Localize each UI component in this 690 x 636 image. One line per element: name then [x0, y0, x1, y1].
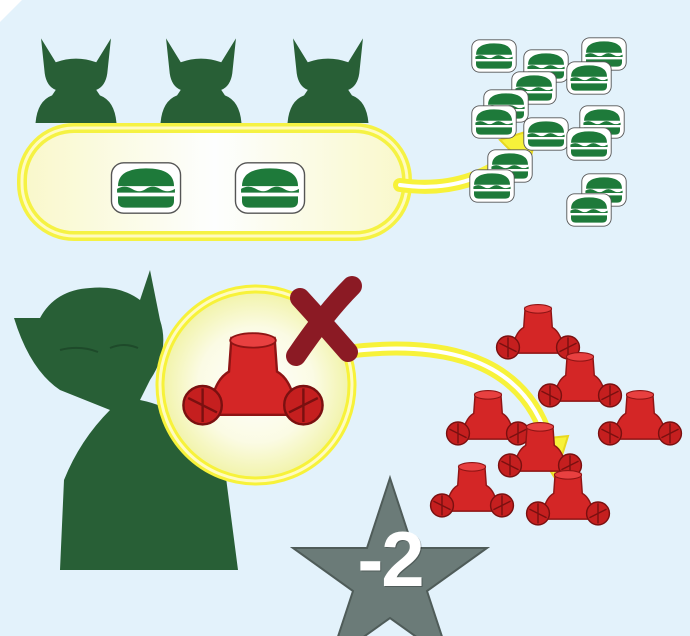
- burger-token-icon: [110, 162, 182, 214]
- monster-icon: [287, 38, 369, 123]
- food-highlight-pill: [17, 123, 412, 241]
- burger-token-icon: [234, 162, 306, 214]
- cost-badge-value: -2: [357, 515, 424, 603]
- monster-icon: [14, 270, 238, 570]
- monster-icon: [160, 38, 242, 123]
- star-icon: [289, 474, 491, 636]
- burger-pile: [469, 37, 627, 227]
- monster-icon: [35, 38, 117, 123]
- meeple-pile: [429, 303, 683, 526]
- cross-icon: [286, 276, 362, 366]
